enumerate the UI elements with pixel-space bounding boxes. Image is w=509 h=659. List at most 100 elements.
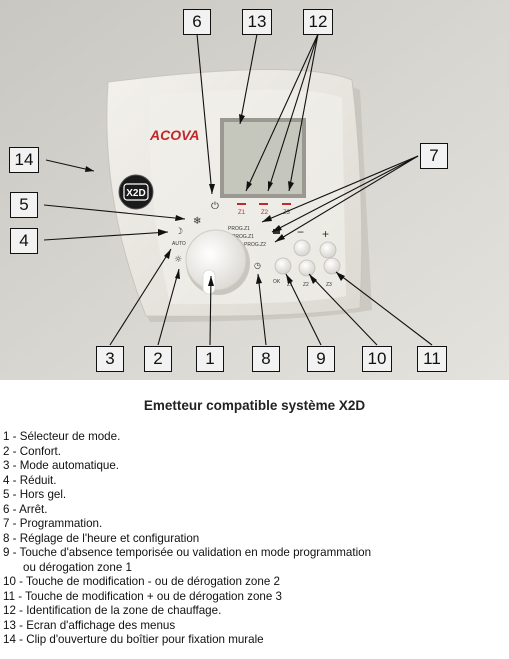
clock-icon: ◷: [254, 261, 261, 270]
callout-2: 2: [144, 346, 172, 372]
zone3-button[interactable]: [323, 257, 341, 275]
leader-12b: [267, 33, 319, 192]
callout-1: 1: [196, 346, 224, 372]
legend-item: 2 - Confort.: [3, 445, 371, 460]
legend-item: 11 - Touche de modification + ou de déro…: [3, 590, 371, 605]
leader-10: [308, 273, 378, 346]
power-icon: ⏻: [211, 201, 219, 212]
callout-9: 9: [307, 346, 335, 372]
leader-6: [196, 33, 213, 195]
mode-dial[interactable]: [185, 229, 247, 291]
auto-label: AUTO: [172, 241, 186, 247]
leader-arrowheads: [85, 114, 345, 286]
legend-item: 1 - Sélecteur de mode.: [3, 430, 371, 445]
arrowhead-11: [336, 272, 345, 281]
suitcase-icon: [273, 229, 280, 234]
legend-item-continuation: ou dérogation zone 1: [23, 560, 132, 574]
arrowhead-8: [256, 274, 262, 284]
legend-item: 8 - Réglage de l'heure et configuration: [3, 532, 371, 547]
legend-item-text: 13 - Ecran d'affichage des menus: [3, 618, 176, 632]
side-label-z2: Z2: [303, 282, 309, 288]
leader-12c: [288, 33, 319, 192]
leader-3: [109, 248, 172, 346]
zone-markers: Z1 Z2 Z3: [237, 203, 291, 216]
leader-5: [43, 204, 186, 220]
leader-lines: [43, 33, 433, 346]
legend-item: 3 - Mode automatique.: [3, 459, 371, 474]
arrowhead-7b: [272, 225, 282, 232]
legend-item-text: 3 - Mode automatique.: [3, 459, 120, 472]
legend-item-text: 14 - Clip d'ouverture du boîtier pour fi…: [3, 633, 264, 646]
legend-item-text: 10 - Touche de modification - ou de déro…: [3, 575, 280, 588]
leader-7c: [274, 155, 419, 243]
side-label-ok: OK: [273, 279, 281, 285]
arrowhead-2: [175, 269, 180, 279]
legend-item-text: 5 - Hors gel.: [3, 488, 67, 501]
legend-item-text: 12 - Identification de la zone de chauff…: [3, 604, 222, 617]
leader-4: [43, 231, 169, 241]
x2d-logo-frame: [123, 183, 149, 201]
arrowhead-1: [208, 276, 214, 286]
legend-item: 7 - Programmation.: [3, 517, 371, 532]
arrowhead-5: [175, 215, 185, 221]
callout-13: 13: [242, 9, 272, 35]
callout-11: 11: [417, 346, 447, 372]
legend-item-text: 8 - Réglage de l'heure et configuration: [3, 531, 200, 545]
mode-dial-grip: [202, 269, 216, 295]
legend-item: 13 - Ecran d'affichage des menus: [3, 619, 371, 634]
zone-label-z1: Z1: [238, 210, 246, 216]
legend-item: 12 - Identification de la zone de chauff…: [3, 604, 371, 619]
brand-logo: ACOVA: [149, 127, 200, 143]
callout-14: 14: [9, 147, 39, 173]
minus-label: −: [297, 225, 304, 239]
leader-13: [239, 33, 258, 125]
arrowhead-7a: [262, 215, 272, 222]
arrowhead-12c: [288, 181, 294, 191]
arrowhead-10: [309, 274, 317, 284]
prog-label-1: PROG.Z1: [228, 226, 250, 232]
plus-button[interactable]: [319, 241, 337, 259]
leader-8: [257, 273, 267, 346]
callout-10: 10: [362, 346, 392, 372]
side-label-z3: Z3: [326, 282, 332, 288]
zone2-button[interactable]: [298, 259, 316, 277]
legend-item-text: 7 - Programmation.: [3, 517, 103, 530]
arrowhead-7c: [275, 234, 285, 242]
arrowhead-3: [164, 249, 171, 259]
x2d-logo: X2D: [126, 188, 145, 199]
plus-label: +: [322, 227, 329, 241]
device-photo: ACOVA X2D Z1 Z2 Z3 PROG.Z1 PROG.Z1 PROG.…: [0, 0, 509, 380]
legend-item: 14 - Clip d'ouverture du boîtier pour fi…: [3, 633, 371, 648]
legend-item-text: 1 - Sélecteur de mode.: [3, 430, 121, 443]
arrowhead-4: [158, 229, 168, 236]
figure-caption: Emetteur compatible système X2D: [143, 398, 366, 413]
legend-item: 6 - Arrêt.: [3, 503, 371, 518]
zone-label-z2: Z2: [261, 210, 269, 216]
legend-item-text: 9 - Touche d'absence temporisée ou valid…: [3, 546, 372, 559]
leader-1: [209, 275, 212, 346]
snowflake-icon: ❄: [193, 216, 201, 227]
sun-icon: ☼: [174, 255, 182, 265]
arrowhead-9: [286, 274, 293, 284]
legend-item: 10 - Touche de modification - ou de déro…: [3, 575, 371, 590]
callout-7: 7: [420, 143, 448, 169]
callout-4: 4: [10, 228, 38, 254]
legend-item: 4 - Réduit.: [3, 474, 371, 489]
legend-list: 1 - Sélecteur de mode. 2 - Confort. 3 - …: [3, 430, 371, 648]
arrowhead-12a: [246, 181, 252, 191]
minus-button[interactable]: [293, 239, 311, 257]
callout-5: 5: [10, 192, 38, 218]
prog-label-2: PROG.Z1: [232, 234, 254, 240]
legend-item-text: 6 - Arrêt.: [3, 502, 48, 516]
side-label-z1: Z1: [287, 282, 293, 288]
callout-12: 12: [303, 9, 333, 35]
leader-7b: [271, 155, 419, 233]
ok-button[interactable]: [274, 257, 292, 275]
moon-icon: ☽: [175, 227, 183, 237]
legend-item: 9 - Touche d'absence temporisée ou valid…: [3, 546, 371, 575]
arrowhead-13: [239, 114, 245, 124]
zone-label-z3: Z3: [283, 210, 291, 216]
callout-3: 3: [96, 346, 124, 372]
leader-7a: [261, 155, 419, 223]
arrowhead-12b: [268, 181, 273, 191]
